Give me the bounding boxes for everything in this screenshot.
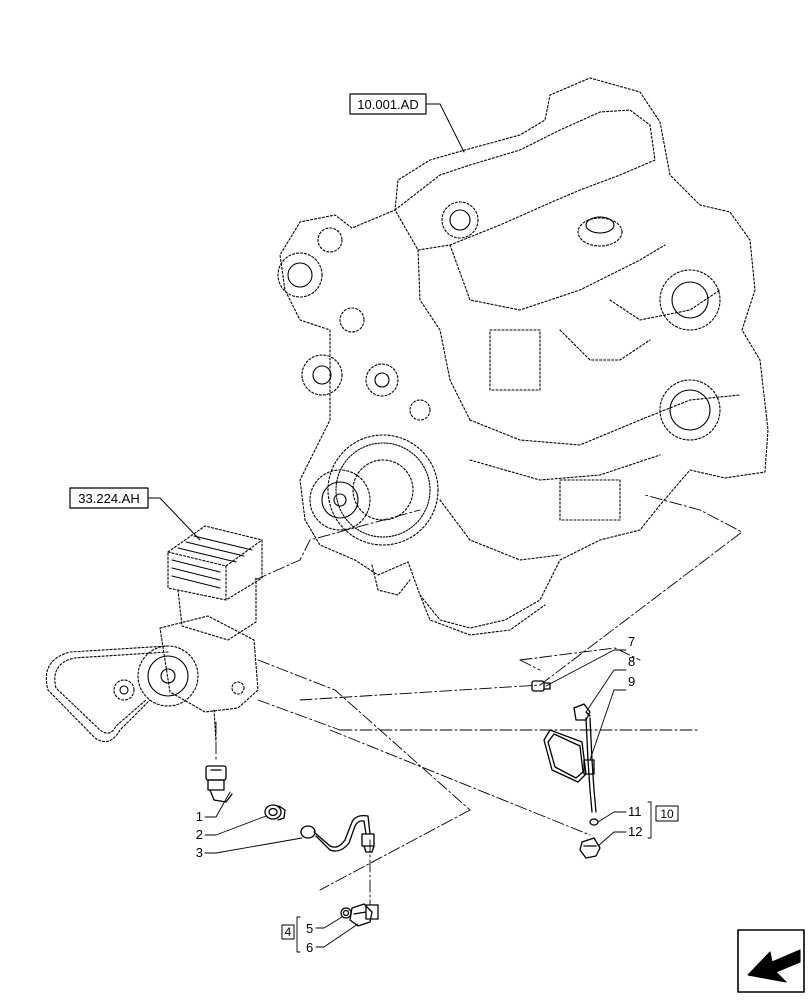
callout-3: 3 [196, 845, 203, 860]
part-11-washer [589, 818, 599, 826]
callout-8: 8 [628, 654, 635, 669]
arrow-left-down-icon[interactable] [737, 929, 805, 993]
part-3-pipe [300, 814, 375, 853]
callout-11: 11 [628, 804, 642, 819]
callout-1: 1 [196, 809, 203, 824]
compressor-reference-text: 33.224.AH [78, 491, 139, 506]
compressor-reference-label[interactable]: 33.224.AH [69, 487, 201, 541]
pipe-kit-left [205, 765, 379, 927]
engine-reference-text: 10.001.AD [357, 97, 418, 112]
callout-9: 9 [628, 674, 635, 689]
callout-4: 4 [285, 925, 292, 939]
part-9-pipe [543, 717, 597, 813]
callout-12: 12 [628, 824, 642, 839]
part-2-nut [264, 804, 286, 821]
pipe-kit-right [531, 680, 601, 859]
callout-2: 2 [196, 827, 203, 842]
part-6-elbow [349, 903, 379, 927]
callout-10: 10 [660, 807, 674, 821]
air-compressor [45, 525, 263, 743]
callout-6: 6 [306, 940, 313, 955]
part-8-banjo [573, 703, 591, 721]
part-7-fitting [531, 680, 551, 692]
part-12-elbow [579, 837, 601, 859]
engine-assembly [277, 77, 769, 636]
explosion-lines [215, 494, 743, 906]
callout-7: 7 [628, 634, 635, 649]
part-5-o-ring [340, 907, 352, 919]
part-1-elbow-fitting [205, 765, 233, 803]
callout-5: 5 [306, 921, 313, 936]
engine-reference-label[interactable]: 10.001.AD [349, 93, 465, 153]
callouts: 1 2 3 4 5 6 7 8 9 11 12 10 [196, 634, 679, 955]
